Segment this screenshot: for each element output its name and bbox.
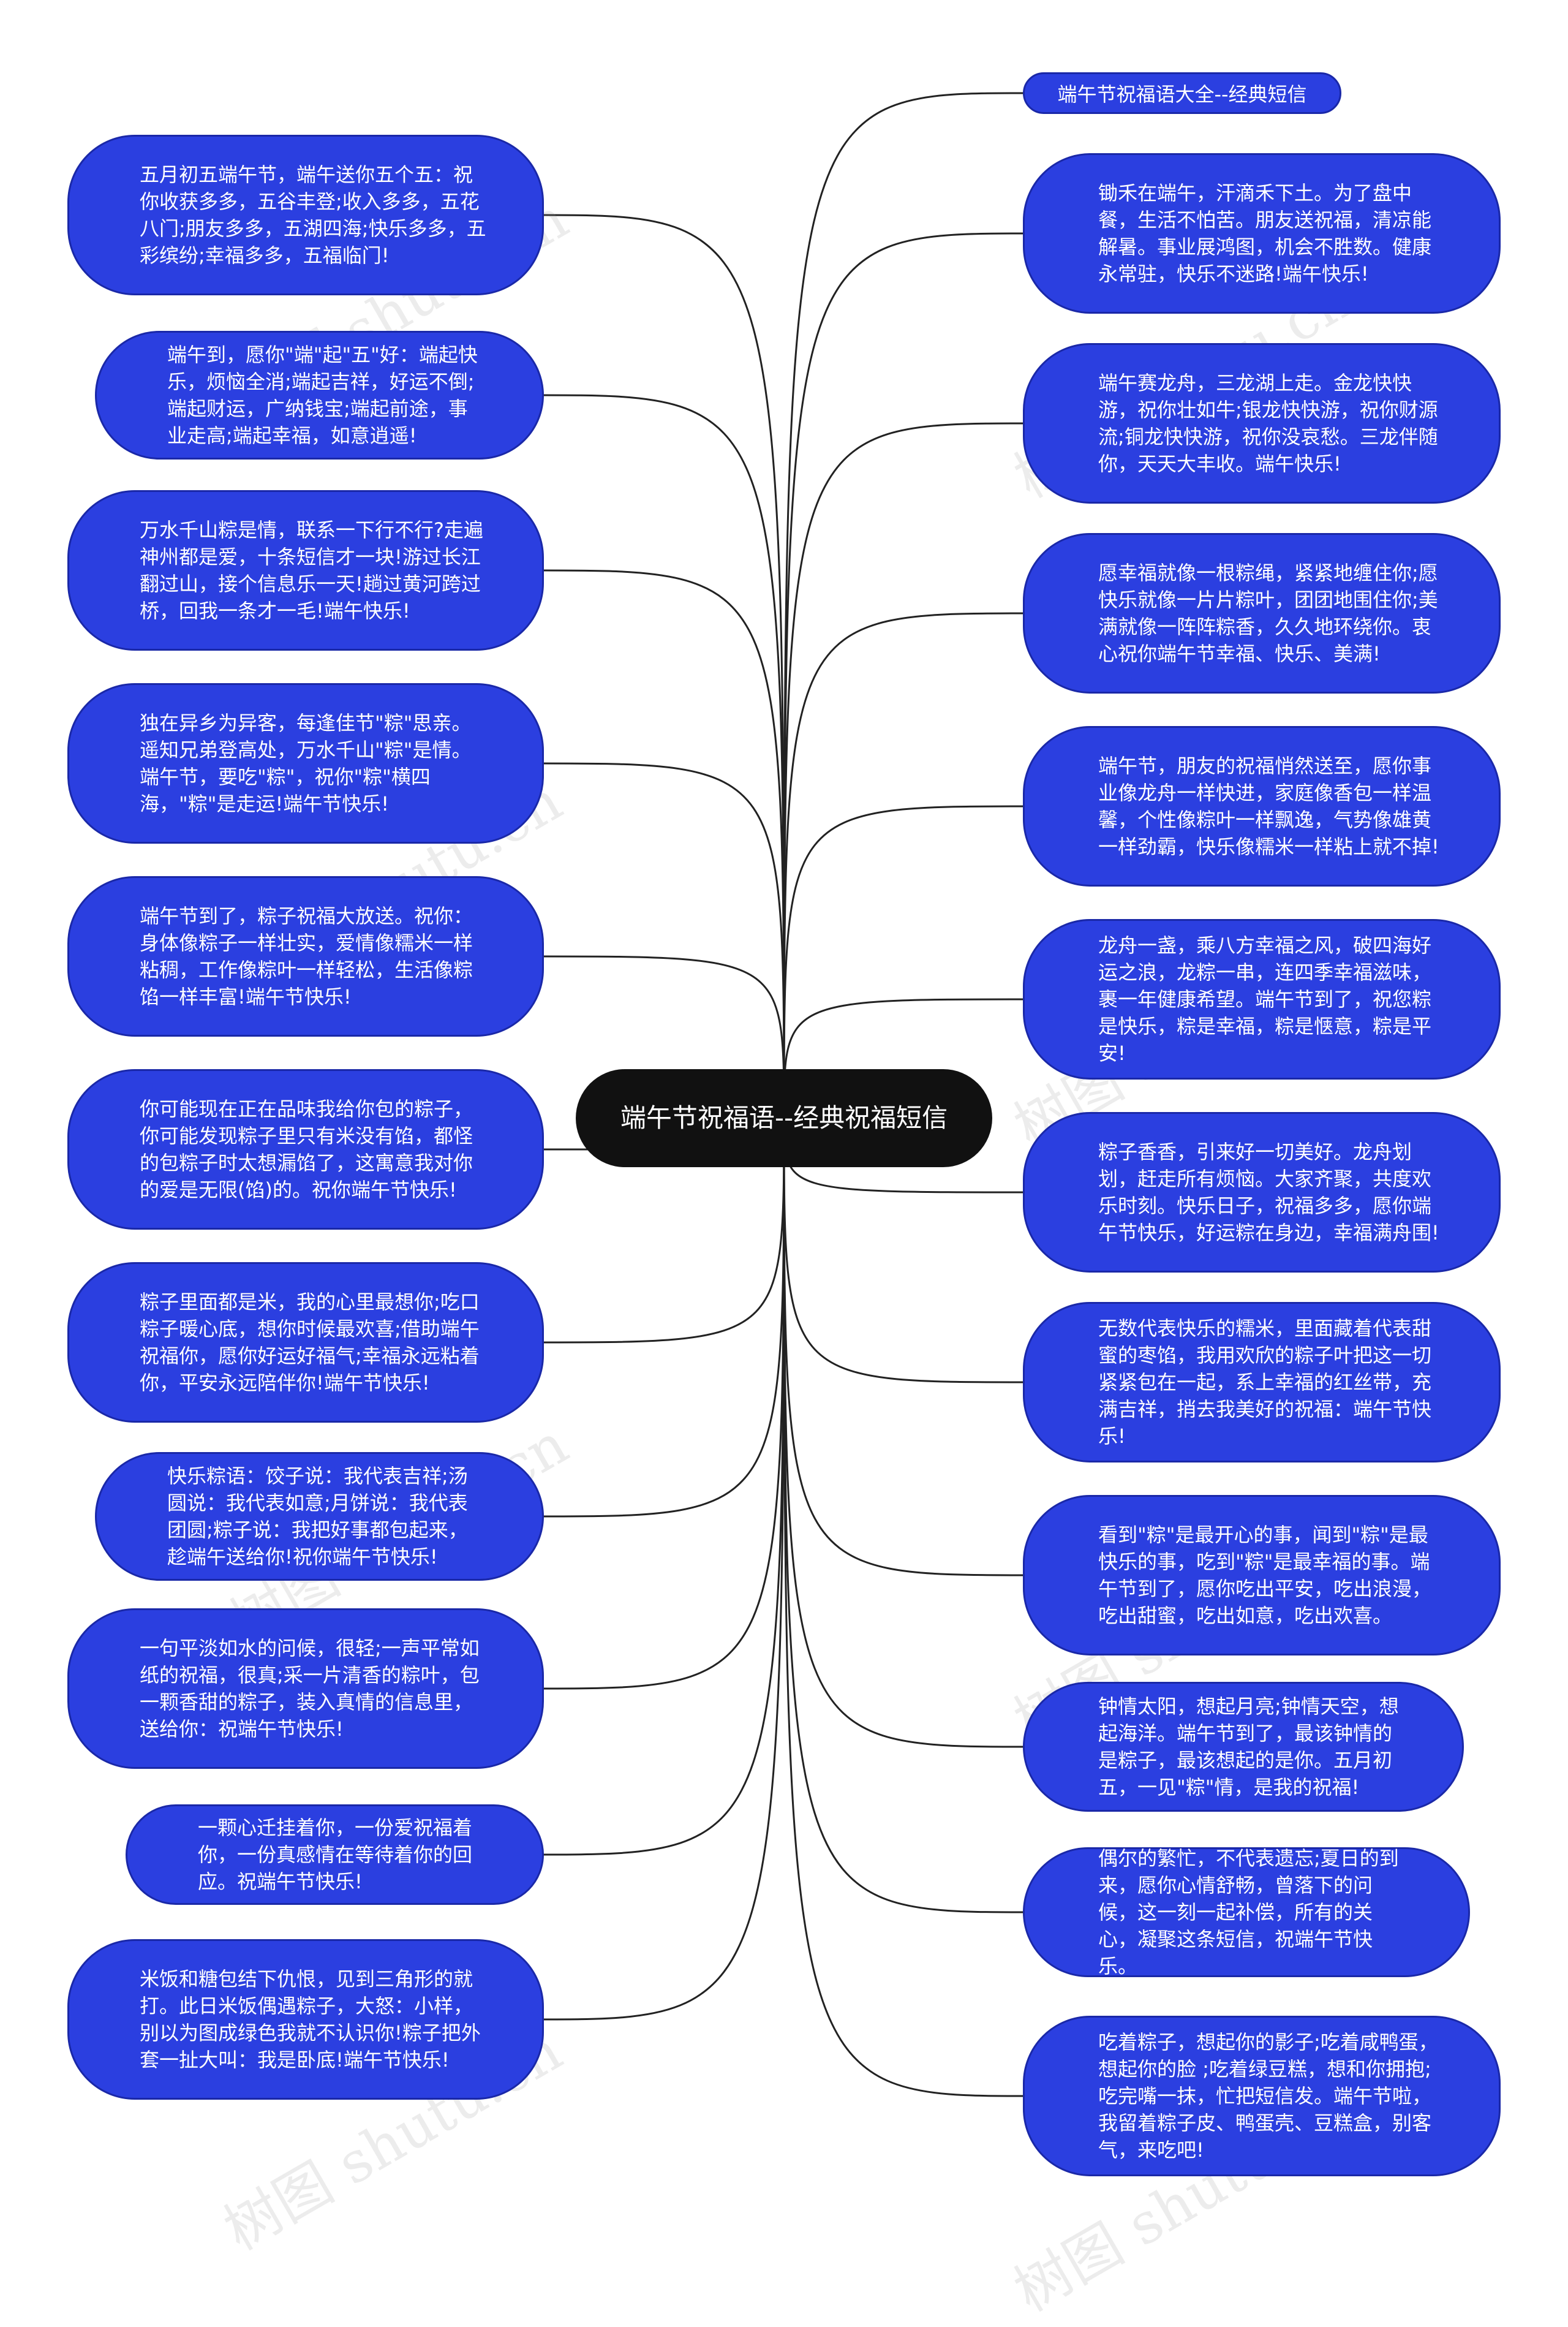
connector-curve: [783, 1118, 1030, 1576]
left-message-text: 端午到，愿你"端"起"五"好：端起快乐，烦恼全消;端起吉祥，好运不倒;端起财运，…: [167, 343, 478, 447]
right-message-text: 愿幸福就像一根粽绳，紧紧地缠住你;愿快乐就像一片片粽叶，团团地围住你;美满就像一…: [1098, 561, 1438, 665]
right-message-text: 钟情太阳，想起月亮;钟情天空，想起海洋。端午节到了，最该钟情的是粽子，最该想起的…: [1098, 1695, 1399, 1799]
right-message-text: 吃着粽子，想起你的影子;吃着咸鸭蛋，想起你的脸 ;吃着绿豆糕，想和你拥抱;吃完嘴…: [1098, 2030, 1438, 2162]
left-message-node[interactable]: 一颗心迁挂着你，一份爱祝福着你，一份真感情在等待着你的回应。祝端午节快乐!: [126, 1804, 544, 1905]
connector-curve: [783, 1118, 1030, 1913]
right-message-text: 端午赛龙舟，三龙湖上走。金龙快快游，祝你壮如牛;银龙快快游，祝你财源流;铜龙快快…: [1098, 371, 1438, 475]
right-message-text: 无数代表快乐的糯米，里面藏着代表甜蜜的枣馅，我用欢欣的粽子叶把这一切紧紧包在一起…: [1098, 1317, 1432, 1448]
right-message-node[interactable]: 端午节，朋友的祝福悄然送至，愿你事业像龙舟一样快进，家庭像香包一样温馨，个性像粽…: [1023, 726, 1501, 887]
connector-curve: [537, 569, 785, 1119]
connector-curve: [537, 1118, 785, 2021]
connector-curve: [783, 612, 1030, 1119]
left-message-text: 米饭和糖包结下仇恨，见到三角形的就打。此日米饭偶遇粽子，大怒：小样，别以为图成绿…: [140, 1967, 481, 2072]
left-message-node[interactable]: 端午到，愿你"端"起"五"好：端起快乐，烦恼全消;端起吉祥，好运不倒;端起财运，…: [95, 331, 544, 460]
left-message-node[interactable]: 端午节到了，粽子祝福大放送。祝你：身体像粽子一样壮实，爱情像糯米一样粘稠，工作像…: [67, 876, 544, 1037]
left-message-node[interactable]: 你可能现在正在品味我给你包的粽子，你可能发现粽子里只有米没有馅，都怪的包粽子时太…: [67, 1069, 544, 1230]
left-message-text: 独在异乡为异客，每逢佳节"粽"思亲。遥知兄弟登高处，万水千山"粽"是情。端午节，…: [140, 711, 472, 815]
right-message-node[interactable]: 锄禾在端午，汗滴禾下土。为了盘中餐，生活不怕苦。朋友送祝福，清凉能解暑。事业展鸿…: [1023, 153, 1501, 314]
right-message-text: 看到"粽"是最开心的事，闻到"粽"是最快乐的事，吃到"粽"是最幸福的事。端午节到…: [1098, 1523, 1432, 1627]
left-message-node[interactable]: 五月初五端午节，端午送你五个五：祝你收获多多，五谷丰登;收入多多，五花八门;朋友…: [67, 135, 544, 295]
right-message-node[interactable]: 愿幸福就像一根粽绳，紧紧地缠住你;愿快乐就像一片片粽叶，团团地围住你;美满就像一…: [1023, 533, 1501, 694]
connector-curve: [537, 1118, 785, 1518]
right-title-node[interactable]: 端午节祝福语大全--经典短信: [1023, 72, 1341, 114]
left-message-text: 粽子里面都是米，我的心里最想你;吃口粽子暖心底，想你时候最欢喜;借助端午祝福你，…: [140, 1290, 480, 1394]
connector-curve: [537, 394, 785, 1119]
right-message-text: 端午节，朋友的祝福悄然送至，愿你事业像龙舟一样快进，家庭像香包一样温馨，个性像粽…: [1098, 754, 1439, 858]
left-message-node[interactable]: 独在异乡为异客，每逢佳节"粽"思亲。遥知兄弟登高处，万水千山"粽"是情。端午节，…: [67, 683, 544, 844]
left-message-text: 万水千山粽是情，联系一下行不行?走遍神州都是爱，十条短信才一块!游过长江翻过山，…: [140, 518, 483, 622]
root-topic[interactable]: 端午节祝福语--经典祝福短信: [576, 1069, 992, 1167]
right-message-node[interactable]: 无数代表快乐的糯米，里面藏着代表甜蜜的枣馅，我用欢欣的粽子叶把这一切紧紧包在一起…: [1023, 1302, 1501, 1462]
left-message-node[interactable]: 米饭和糖包结下仇恨，见到三角形的就打。此日米饭偶遇粽子，大怒：小样，别以为图成绿…: [67, 1939, 544, 2100]
connector-curve: [783, 1118, 1030, 1748]
right-message-node[interactable]: 偶尔的繁忙，不代表遗忘;夏日的到来，愿你心情舒畅，曾落下的问候，这一刻一起补偿，…: [1023, 1847, 1470, 1978]
left-message-node[interactable]: 万水千山粽是情，联系一下行不行?走遍神州都是爱，十条短信才一块!游过长江翻过山，…: [67, 490, 544, 651]
connector-curve: [783, 232, 1030, 1119]
right-message-text: 粽子香香，引来好一切美好。龙舟划划，赶走所有烦恼。大家齐聚，共度欢乐时刻。快乐日…: [1098, 1140, 1439, 1244]
connector-curve: [537, 762, 785, 1119]
root-topic-label: 端午节祝福语--经典祝福短信: [620, 1103, 948, 1133]
right-message-node[interactable]: 端午赛龙舟，三龙湖上走。金龙快快游，祝你壮如牛;银龙快快游，祝你财源流;铜龙快快…: [1023, 343, 1501, 504]
right-message-node[interactable]: 粽子香香，引来好一切美好。龙舟划划，赶走所有烦恼。大家齐聚，共度欢乐时刻。快乐日…: [1023, 1112, 1501, 1273]
connector-curve: [537, 1118, 785, 1690]
left-message-text: 快乐粽语：饺子说：我代表吉祥;汤圆说：我代表如意;月饼说：我代表团圆;粽子说：我…: [167, 1464, 468, 1568]
left-message-text: 端午节到了，粽子祝福大放送。祝你：身体像粽子一样壮实，爱情像糯米一样粘稠，工作像…: [140, 904, 473, 1008]
left-message-node[interactable]: 快乐粽语：饺子说：我代表吉祥;汤圆说：我代表如意;月饼说：我代表团圆;粽子说：我…: [95, 1452, 544, 1581]
left-message-text: 五月初五端午节，端午送你五个五：祝你收获多多，五谷丰登;收入多多，五花八门;朋友…: [140, 163, 486, 267]
connector-curve: [537, 214, 785, 1119]
left-message-text: 一颗心迁挂着你，一份爱祝福着你，一份真感情在等待着你的回应。祝端午节快乐!: [198, 1816, 473, 1893]
left-message-text: 你可能现在正在品味我给你包的粽子，你可能发现粽子里只有米没有馅，都怪的包粽子时太…: [140, 1097, 473, 1201]
left-message-text: 一句平淡如水的问候，很轻;一声平常如纸的祝福，很真;采一片清香的粽叶，包一颗香甜…: [140, 1636, 480, 1741]
connector-curve: [537, 1118, 785, 1856]
right-message-text: 龙舟一盏，乘八方幸福之风，破四海好运之浪，龙粽一串，连四季幸福滋味，裹一年健康希…: [1098, 934, 1432, 1065]
right-message-text: 偶尔的繁忙，不代表遗忘;夏日的到来，愿你心情舒畅，曾落下的问候，这一刻一起补偿，…: [1098, 1847, 1399, 1978]
right-message-node[interactable]: 钟情太阳，想起月亮;钟情天空，想起海洋。端午节到了，最该钟情的是粽子，最该想起的…: [1023, 1682, 1464, 1812]
right-message-text: 锄禾在端午，汗滴禾下土。为了盘中餐，生活不怕苦。朋友送祝福，清凉能解暑。事业展鸿…: [1098, 181, 1432, 286]
connector-curve: [783, 422, 1030, 1119]
left-message-node[interactable]: 粽子里面都是米，我的心里最想你;吃口粽子暖心底，想你时候最欢喜;借助端午祝福你，…: [67, 1262, 544, 1423]
right-message-node[interactable]: 看到"粽"是最开心的事，闻到"粽"是最快乐的事，吃到"粽"是最幸福的事。端午节到…: [1023, 1495, 1501, 1655]
right-message-node[interactable]: 吃着粽子，想起你的影子;吃着咸鸭蛋，想起你的脸 ;吃着绿豆糕，想和你拥抱;吃完嘴…: [1023, 2016, 1501, 2176]
right-title-label: 端午节祝福语大全--经典短信: [1057, 83, 1307, 106]
left-message-node[interactable]: 一句平淡如水的问候，很轻;一声平常如纸的祝福，很真;采一片清香的粽叶，包一颗香甜…: [67, 1608, 544, 1769]
connector-curve: [783, 92, 1025, 1119]
right-message-node[interactable]: 龙舟一盏，乘八方幸福之风，破四海好运之浪，龙粽一串，连四季幸福滋味，裹一年健康希…: [1023, 919, 1501, 1080]
connector-curve: [783, 1118, 1030, 2097]
